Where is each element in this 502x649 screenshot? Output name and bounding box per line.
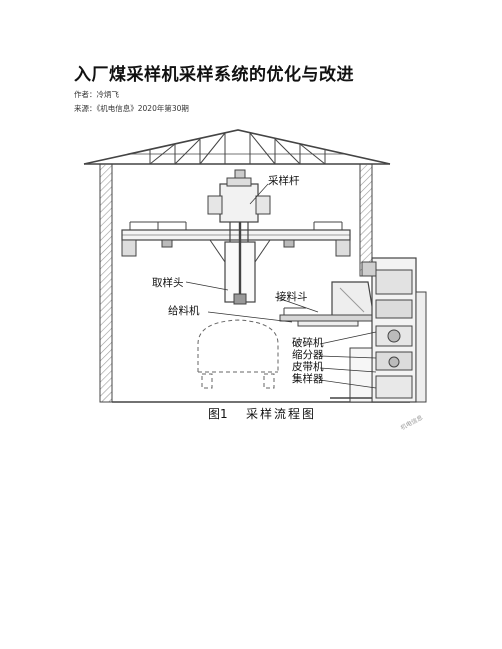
- left-wall: [99, 163, 113, 403]
- sampling-system-diagram: 采样杆 取样头 接料斗 给料机 破碎机 缩分器 皮带机 集样器 图1 采样流程图…: [83, 129, 427, 432]
- article-title: 入厂煤采样机采样系统的优化与改进: [74, 65, 354, 85]
- right-wall: [359, 163, 373, 277]
- roof-truss: [83, 129, 391, 165]
- author-line: 作者：冷炳飞: [74, 90, 119, 99]
- processing-column: [330, 257, 427, 403]
- label-sampling-rod: 采样杆: [268, 174, 300, 187]
- label-divider: 缩分器: [292, 348, 324, 361]
- sampling-flow-figure: 采样杆 取样头 接料斗 给料机 破碎机 缩分器 皮带机 集样器 图1 采样流程图…: [70, 122, 432, 432]
- leader-lines: [185, 183, 377, 389]
- caption-number: 图1: [208, 407, 228, 421]
- label-hopper: 接料斗: [276, 290, 308, 303]
- source-line: 来源：《机电信息》2020年第30期: [74, 104, 189, 113]
- label-feeder: 给料机: [168, 304, 200, 317]
- label-sampling-head: 取样头: [152, 276, 184, 289]
- label-crusher: 破碎机: [292, 336, 324, 349]
- label-belt: 皮带机: [292, 360, 324, 373]
- caption-text: 采样流程图: [246, 406, 316, 421]
- truck-outline: [197, 319, 279, 389]
- gantry-beam: [121, 221, 351, 257]
- watermark-text: 机电信息: [399, 413, 424, 431]
- label-collector: 集样器: [292, 372, 324, 385]
- sampling-rod-tower: [207, 169, 271, 305]
